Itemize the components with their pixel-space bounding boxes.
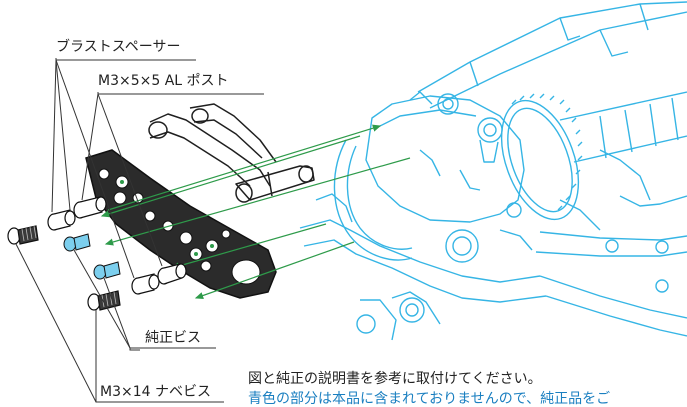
al-post-1 [73, 196, 107, 219]
blast-spacer-label: ブラストスペーサー [56, 39, 181, 55]
blast-spacer-1 [47, 209, 76, 231]
genuine-screw-1 [63, 233, 91, 252]
assembly-arrows [100, 124, 411, 299]
instruction-note: 図と純正の説明書を参考に取付けてください。 [248, 371, 542, 387]
leader-lines [15, 58, 264, 403]
genuine-screw-2 [93, 261, 121, 280]
blue-parts-note: 青色の部分は本品に含まれておりませんので、純正品をご [248, 391, 611, 407]
m3x14-screw [7, 225, 39, 245]
al-post-label: M3×5×5 AL ポスト [98, 73, 229, 89]
upper-arm-drawing [148, 103, 315, 203]
genuine-screw-label: 純正ビス [145, 330, 201, 346]
chassis-drawing [299, 1, 687, 341]
al-post-2 [157, 263, 187, 285]
navi-screw-label: M3×14 ナベビス [100, 384, 211, 400]
spacer-plate [85, 149, 277, 299]
blast-spacer-2 [131, 273, 160, 295]
